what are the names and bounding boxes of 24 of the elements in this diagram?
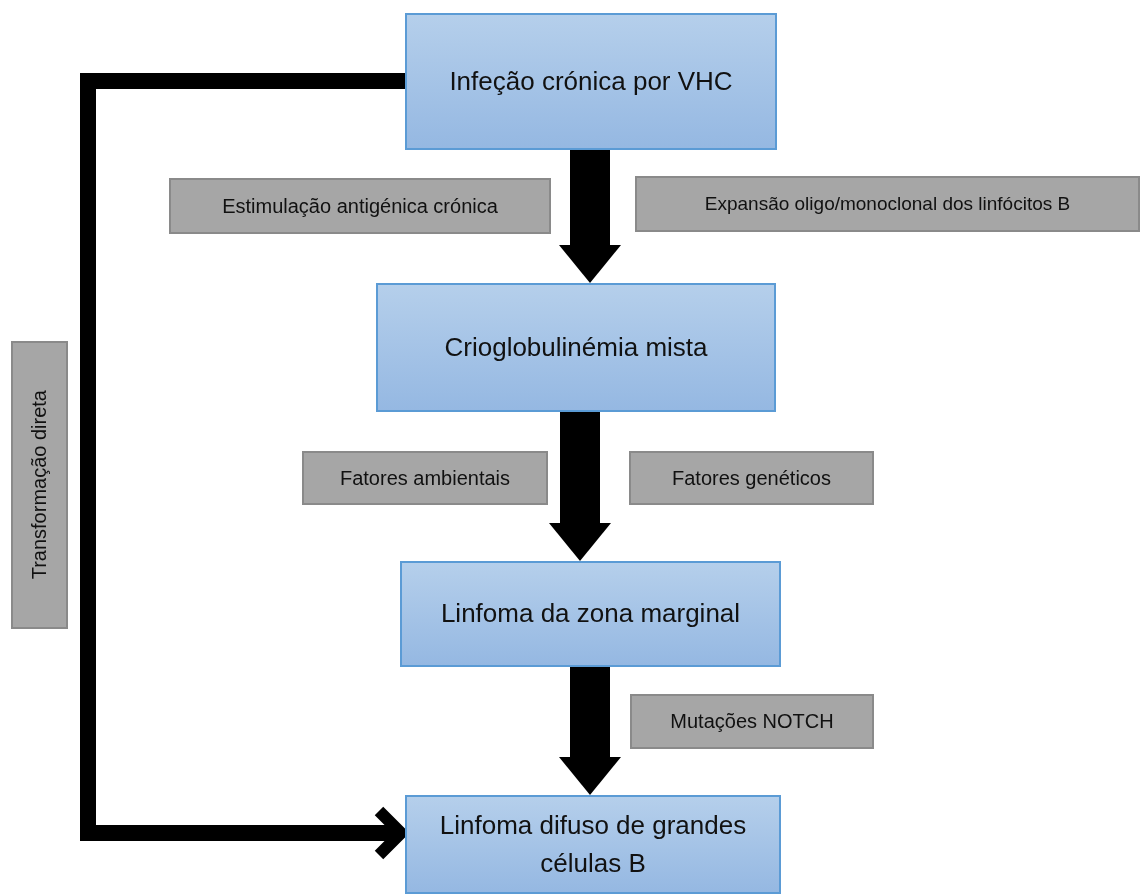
block-arrow <box>559 150 621 283</box>
factor-box <box>169 178 551 234</box>
factor-box <box>302 451 548 505</box>
block-arrow <box>559 667 621 795</box>
bracket-arrow <box>80 73 407 861</box>
process-box <box>376 283 776 412</box>
box-text: Linfoma da zona marginal <box>440 597 741 631</box>
box-text: Expansão oligo/monoclonal dos linfócitos B <box>704 193 1071 215</box>
process-box <box>405 795 781 894</box>
box-text: Estimulação antigénica crónica <box>222 194 498 218</box>
block-arrow <box>549 412 611 561</box>
box-text: Fatores genéticos <box>672 466 831 490</box>
side-label-box <box>11 341 68 629</box>
factor-box <box>629 451 874 505</box>
box-text: Fatores ambientais <box>339 466 511 490</box>
box-text: Linfoma difuso de grandes células B <box>438 808 748 880</box>
box-text: Mutações NOTCH <box>670 710 834 733</box>
box-text: Infeção crónica por VHC <box>449 64 733 98</box>
process-box <box>400 561 781 667</box>
factor-box <box>630 694 874 749</box>
process-box <box>405 13 777 150</box>
factor-box <box>635 176 1140 232</box>
box-text: Transformação direta <box>28 390 51 580</box>
box-text: Crioglobulinémia mista <box>444 330 708 364</box>
